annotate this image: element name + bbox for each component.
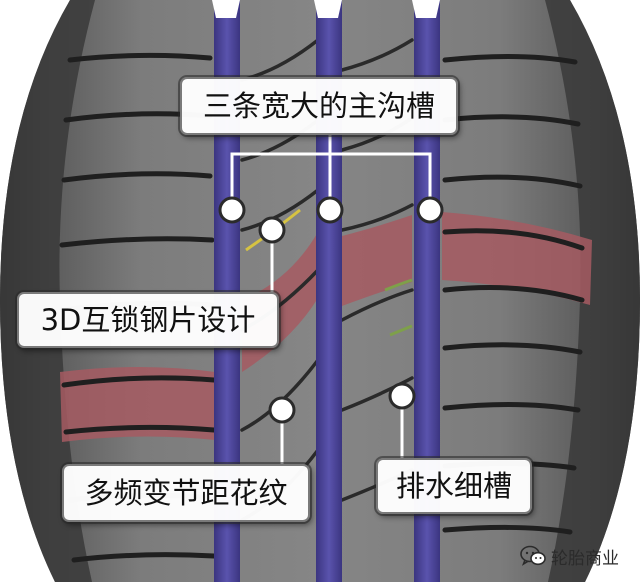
- callout-variable-pitch: 多频变节距花纹: [62, 464, 310, 522]
- callout-drainage-grooves: 排水细槽: [376, 458, 532, 514]
- wechat-icon: [520, 545, 546, 566]
- marker-dot-sipe: [258, 216, 286, 244]
- marker-dot-drain: [388, 382, 416, 410]
- watermark: 轮胎商业: [520, 543, 638, 569]
- marker-dot-pitch: [268, 396, 296, 424]
- watermark-text: 轮胎商业: [551, 548, 619, 569]
- marker-dot-center-groove: [316, 196, 344, 224]
- callout-main-grooves: 三条宽大的主沟槽: [180, 77, 458, 135]
- callout-3d-sipes: 3D互锁钢片设计: [17, 292, 279, 348]
- marker-dot-left-groove: [218, 196, 246, 224]
- marker-dot-right-groove: [416, 196, 444, 224]
